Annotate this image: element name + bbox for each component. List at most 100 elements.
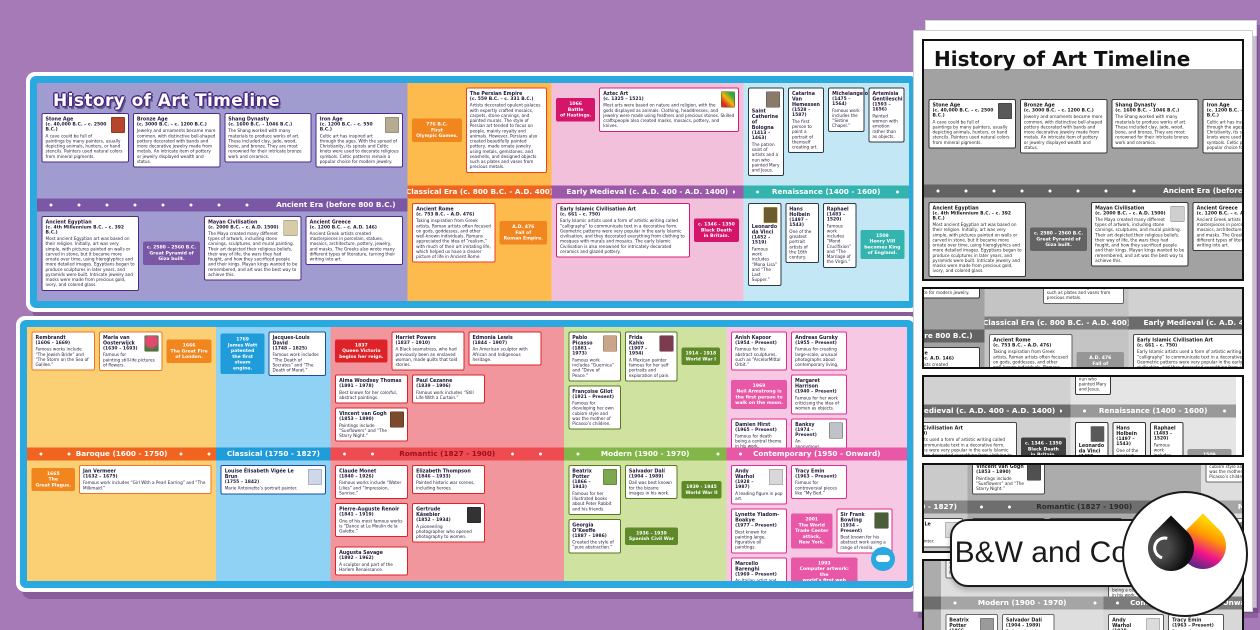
era-top-row: 1837 Queen Victoria begins her reign.Har… — [968, 464, 1201, 501]
card-dates: (1853 – 1890) — [976, 469, 1011, 475]
card-dates: (1413 – 1463) — [751, 130, 771, 141]
timeline-band: Classical Era (c. 800 B.C. - A.D. 400) — [984, 316, 1129, 330]
timeline-card: Leonardo da Vinci(1452 – 1519)Famous wor… — [1074, 422, 1109, 455]
timeline-card: Ancient Rome(c. 753 B.C. – A.D. 476)Taki… — [989, 334, 1073, 369]
timeline-card: Saint Catherine of Bologna(1413 – 1463)T… — [1074, 376, 1111, 396]
timeline-card: Iron Age(c. 1200 B.C. – c. 550 B.C.)Celt… — [315, 113, 404, 168]
timeline-card: Ancient Egyptian(c. 4th Millennium B.C. … — [928, 201, 1026, 277]
poster-canvas: Stone Age(c. 40,000 B.C. – c. 2500 B.C.)… — [37, 83, 909, 301]
era-section-p2-romantic: 1837 Queen Victoria begins her reign.Har… — [924, 561, 941, 630]
card-title: Maria van Oosterwijck — [102, 335, 135, 347]
timeline-band: Ancient Era (before 800 B.C.) — [37, 198, 408, 212]
card-body: The Maya created many different types of… — [208, 230, 298, 277]
event-badge: 2001 The World Trade Center attack, New … — [791, 513, 833, 549]
card-dates: (1887 – 1986) — [572, 533, 607, 539]
card-title: Pablo Picasso — [572, 335, 593, 347]
color-poster-ancient-to-renaissance[interactable]: History of Art Timeline Stone Age(c. 40,… — [26, 72, 920, 312]
card-dates: (1748 – 1825) — [272, 346, 308, 352]
card-dates: (1921 – Present) — [572, 394, 614, 400]
era-top-row: Stone Age(c. 40,000 B.C. – c. 2500 B.C.)… — [922, 287, 985, 329]
card-title: Ancient Greece — [922, 350, 928, 356]
era-section-p2-modern: Pablo Picasso(1881 – 1973)Famous work in… — [563, 327, 727, 581]
era-top-row: 1837 Queen Victoria begins her reign.Har… — [331, 327, 564, 448]
card-body: Painted historic war scenes, including h… — [416, 480, 475, 491]
era-bottom-row: Andy Warhol(1928 – 1987)A leading figure… — [1104, 610, 1242, 630]
era-band-label: Romantic (1827 - 1900) — [394, 450, 501, 458]
card-title: Louise Élisabeth Vigée Le Brun — [224, 468, 294, 480]
card-title: Ancient Egyptian — [45, 219, 92, 225]
era-band-label: Romantic (1827 - 1900) — [1031, 503, 1138, 511]
card-title: Vincent van Gogh — [976, 464, 1024, 470]
timeline-card: Mayan Civilisation(c. 2000 B.C. – c. A.D… — [204, 215, 302, 281]
card-dates: (1839 – 1906) — [416, 383, 451, 389]
card-dates: (1837 – 1910) — [395, 340, 431, 346]
card-body: The patron saint of artists and a nun wh… — [1078, 376, 1107, 392]
era-bottom-row: Louise Élisabeth Vigée Le Brun(1755 – 18… — [216, 461, 330, 582]
card-title: Augusta Savage — [339, 550, 383, 556]
card-title: Pierre-Auguste Renoir — [339, 506, 400, 513]
era-section-p1-classical: 776 B.C. First Olympic Games.The Persian… — [407, 83, 552, 301]
card-body: Celtic art has inspired art through the … — [922, 287, 970, 295]
stone-carving — [1170, 205, 1185, 222]
card-dates: (1528 – 1587) — [791, 107, 811, 118]
timeline-card: Elizabeth Thompson(1846 – 1933)Painted h… — [412, 465, 486, 494]
timeline-card: Hans Holbein(1497 – 1543)One of the grea… — [785, 203, 819, 264]
era-bottom-row: Leonardo da Vinci(1452 – 1519)Famous wor… — [743, 199, 909, 302]
card-body: Taking inspiration from Greek artists, R… — [993, 349, 1068, 369]
card-dates: (1963 – Present) — [795, 474, 837, 480]
card-dates: (1606 – 1669) — [35, 340, 71, 346]
era-top-row: Saint Catherine of Bologna(1413 – 1463)T… — [743, 83, 909, 186]
era-top-row: 1837 Queen Victoria begins her reign.Har… — [924, 561, 941, 597]
timeline-band: Classical (1750 - 1827) — [924, 500, 968, 514]
era-top-row: 776 B.C. First Olympic Games.The Persian… — [985, 287, 1129, 317]
timeline-card: Artemisia Gentileschi(1593 – 1656)Painte… — [868, 87, 905, 143]
card-dates: (1904 – 1989) — [1005, 623, 1041, 629]
era-top-row: Anish Kapoor(1954 – Present)Famous for h… — [727, 327, 907, 448]
card-dates: (1892 – 1962) — [339, 555, 374, 561]
card-dates: (1497 – 1543) — [1116, 436, 1135, 447]
card-dates: (c. 661 – c. 750) — [922, 431, 928, 437]
timeline-card: Stone Age(c. 40,000 B.C. – c. 2500 B.C.)… — [41, 113, 129, 163]
color-poster-baroque-to-contemporary[interactable]: Rembrandt(1606 – 1669)Famous works inclu… — [16, 316, 918, 592]
timeline-card: Sir Frank Bowling(1934 – Present)Best kn… — [836, 508, 893, 554]
card-body: The Shang worked with many materials to … — [228, 128, 302, 159]
card-title: Bronze Age — [1023, 102, 1055, 109]
timeline-card: The Persian Empire(c. 559 B.C. – c. 331 … — [465, 87, 547, 173]
card-title: Sir Frank Bowling — [840, 512, 865, 524]
poster-canvas: Rembrandt(1606 – 1669)Famous works inclu… — [27, 327, 907, 581]
event-badge: c. 1346 - 1350 Black Death in Britain. — [1021, 437, 1066, 455]
warhol-portrait — [1146, 618, 1161, 630]
peter-rabbit — [602, 469, 617, 485]
timeline-card: Anish Kapoor(1954 – Present)Famous for h… — [731, 331, 788, 371]
card-title: Lynette Yiadom-Boakye — [735, 512, 780, 524]
frida-portrait — [659, 335, 674, 352]
card-body: Famous work includes “Mond Crucifixion” … — [1153, 442, 1172, 457]
timeline-card: Margaret Harrison(1940 – Present)Famous … — [790, 374, 847, 415]
era-bottom-row: Early Islamic Civilisation Art(c. 661 – … — [551, 199, 743, 302]
card-body: Most ancient Egyptian art was based on t… — [45, 236, 135, 288]
card-title: Stone Age — [45, 116, 74, 123]
card-dates: (1891 – 1978) — [339, 383, 374, 389]
card-dates: (1452 – 1519) — [751, 235, 771, 246]
card-dates: (1755 – 1842) — [224, 479, 260, 485]
event-badge: 776 B.C. First Olympic Games. — [412, 118, 462, 142]
card-dates: (1866 – 1943) — [572, 479, 591, 490]
card-body: Artists decorated opulent palaces with e… — [1046, 287, 1114, 301]
card-dates: (1497 – 1543) — [789, 217, 808, 228]
era-top-row: Stone Age(c. 40,000 B.C. – c. 2500 B.C.)… — [924, 69, 1242, 184]
era-top-row: Pablo Picasso(1881 – 1973)Famous work in… — [564, 327, 727, 448]
timeline-card: Early Islamic Civilisation Art(c. 661 – … — [555, 203, 691, 258]
timeline-card: Banksy(1974 – Present)An anonymous, misc… — [791, 418, 848, 448]
poster-content: Stone Age(c. 40,000 B.C. – c. 2500 B.C.)… — [922, 376, 1236, 457]
card-body: The first person to paint a portrait of … — [791, 118, 818, 150]
card-dates: (c. 1200 B.C. – c. A.D. 146) — [1196, 210, 1244, 216]
card-body: Famous work includes “Mona Lisa” and “Th… — [751, 246, 778, 283]
card-dates: (c. 559 B.C. – c. 331 B.C.) — [469, 96, 534, 102]
card-title: Edmonia Lewis — [472, 335, 513, 341]
flower-bouquet — [144, 335, 159, 352]
timeline-card: Andy Warhol(1928 – 1987)A leading figure… — [1108, 614, 1165, 630]
event-badge: 1936 - 1939 Spanish Civil War — [624, 527, 678, 545]
card-body: Best known for her colorful, abstract pa… — [339, 389, 398, 400]
warhol-portrait — [769, 469, 784, 485]
timeline-card: Françoise Gilot(1921 – Present)Famous fo… — [1205, 465, 1242, 483]
